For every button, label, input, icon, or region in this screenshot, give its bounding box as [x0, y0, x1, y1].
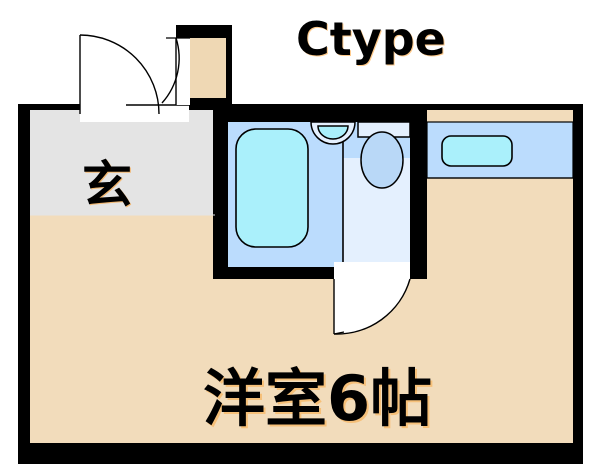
entrance-door-threshold — [80, 104, 189, 122]
entrance-door-arc-outer — [79, 34, 160, 115]
genkan-floor — [30, 110, 215, 215]
main-room-label: 洋室6帖 — [203, 362, 433, 435]
unit-bath-area — [213, 104, 427, 279]
doors-group — [79, 34, 411, 335]
entrance-inner-door-arc — [161, 37, 180, 104]
plan-title: Ctype — [296, 12, 446, 66]
bathroom-door-swing-fill — [334, 279, 410, 335]
bathroom-door-threshold — [334, 262, 410, 279]
toilet-bowl — [360, 131, 404, 189]
entry-vestibule-floor — [190, 38, 226, 98]
wash-basin-bowl — [317, 125, 349, 140]
bathtub — [235, 128, 309, 248]
kitchen-area — [426, 121, 574, 179]
edge-details — [30, 177, 573, 216]
bathroom-door-arc — [333, 278, 411, 335]
entrance-door-swing-outer — [80, 35, 189, 114]
genkan-label: 玄 — [82, 156, 132, 214]
room-floors — [30, 38, 573, 443]
kitchen-sink — [441, 135, 513, 167]
bathroom-door-sill — [333, 331, 345, 335]
